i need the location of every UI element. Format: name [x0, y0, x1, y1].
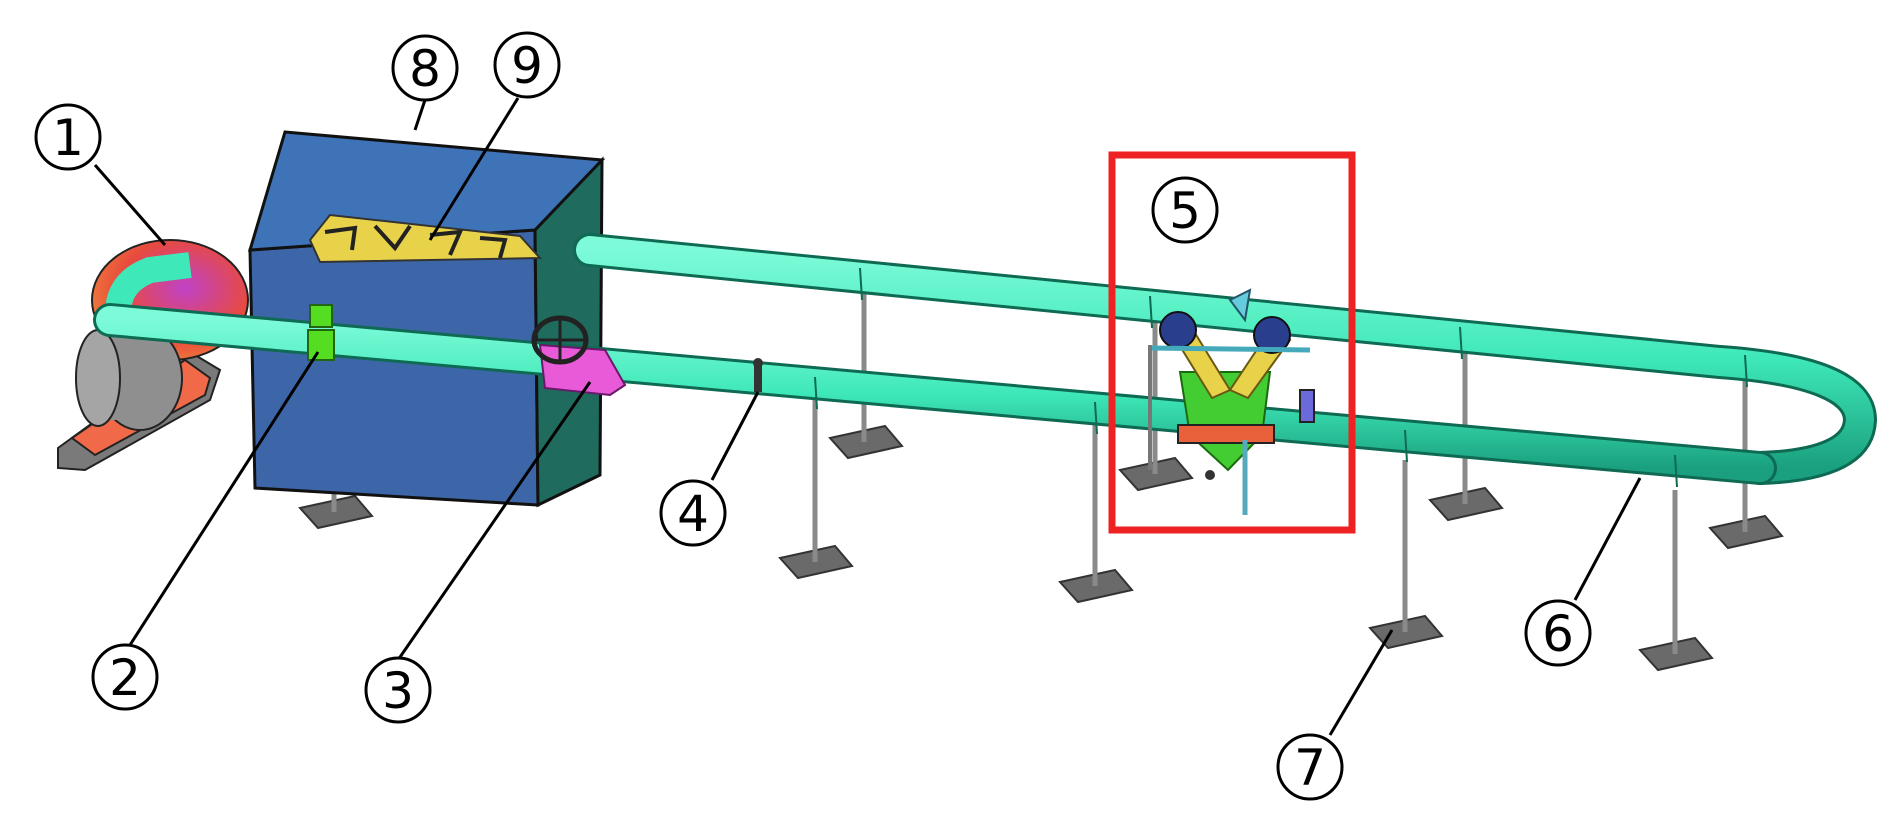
callout-4: 4	[659, 479, 727, 547]
fitting-body	[307, 329, 335, 361]
leader-lines	[93, 97, 1642, 736]
callout-7: 7	[1276, 733, 1344, 801]
svg-text:2: 2	[109, 649, 141, 707]
callout-8: 8	[391, 34, 459, 102]
svg-text:1: 1	[52, 109, 84, 167]
test-section-apparatus	[1148, 288, 1315, 515]
gate-valve	[531, 315, 627, 397]
apparatus-roller-right	[1253, 316, 1291, 354]
tank-material	[308, 213, 543, 264]
callout-3: 3	[364, 656, 432, 724]
callout-5: 5	[1151, 176, 1219, 244]
apparatus-side-plate	[1299, 389, 1315, 423]
pipe-fitting	[307, 304, 335, 361]
callout-6: 6	[1524, 599, 1592, 667]
svg-text:7: 7	[1294, 739, 1326, 797]
svg-text:6: 6	[1542, 605, 1574, 663]
svg-text:5: 5	[1169, 182, 1201, 240]
blower	[57, 239, 249, 472]
apparatus-roller-left	[1159, 311, 1197, 349]
callout-2: 2	[91, 643, 159, 711]
svg-text:4: 4	[677, 485, 709, 543]
pressure-tap	[753, 358, 763, 392]
svg-text:9: 9	[511, 37, 543, 95]
pressure-tap-body	[754, 362, 762, 392]
callout-1: 1	[34, 103, 102, 171]
pipeline-loop	[93, 233, 1878, 488]
test-section-highlight-box	[1108, 151, 1356, 534]
apparatus-orange-band	[1177, 424, 1275, 444]
svg-text:3: 3	[382, 662, 414, 720]
svg-text:8: 8	[409, 40, 441, 98]
apparatus-top-fin	[1228, 288, 1252, 323]
callout-9: 9	[493, 31, 561, 99]
